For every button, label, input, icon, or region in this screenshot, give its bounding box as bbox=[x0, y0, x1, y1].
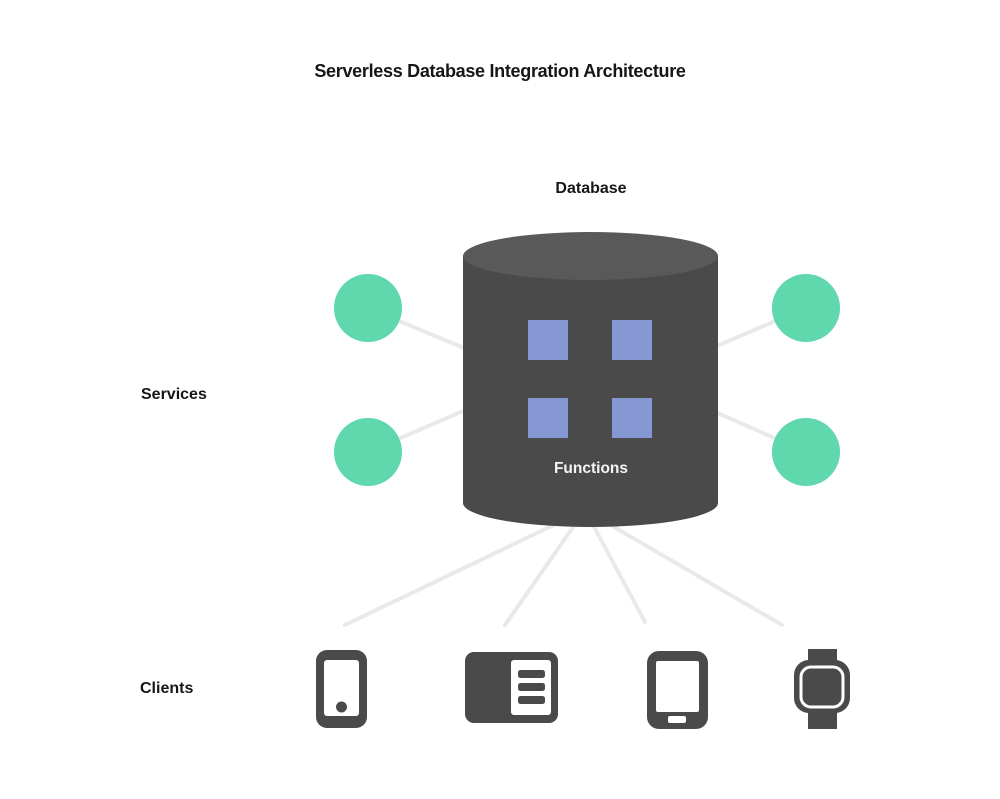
smartwatch-icon bbox=[794, 649, 850, 729]
smartphone-icon bbox=[316, 650, 367, 728]
connector-line-client-3 bbox=[583, 508, 647, 624]
database-cylinder-top bbox=[463, 232, 718, 280]
database-label: Database bbox=[555, 180, 626, 197]
services-label: Services bbox=[141, 386, 207, 403]
service-nodes bbox=[334, 274, 840, 486]
service-node-bottom-right bbox=[772, 418, 840, 486]
clients-label: Clients bbox=[140, 680, 193, 697]
service-node-top-left bbox=[334, 274, 402, 342]
connector-line-client-1 bbox=[343, 508, 587, 627]
service-node-top-right bbox=[772, 274, 840, 342]
client-icons bbox=[316, 649, 850, 729]
desktop-icon bbox=[465, 652, 558, 723]
function-squares bbox=[528, 320, 652, 438]
tablet-icon bbox=[647, 651, 708, 729]
functions-label: Functions bbox=[554, 460, 628, 477]
function-square bbox=[612, 320, 652, 360]
client-connectors bbox=[343, 508, 784, 627]
function-square bbox=[528, 320, 568, 360]
function-square bbox=[528, 398, 568, 438]
database-cylinder-body bbox=[463, 256, 719, 527]
database-cylinder bbox=[463, 232, 719, 527]
connector-line-client-2 bbox=[503, 508, 587, 627]
connector-line-client-4 bbox=[583, 508, 784, 627]
function-square bbox=[612, 398, 652, 438]
service-node-bottom-left bbox=[334, 418, 402, 486]
diagram-title: Serverless Database Integration Architec… bbox=[314, 61, 686, 81]
